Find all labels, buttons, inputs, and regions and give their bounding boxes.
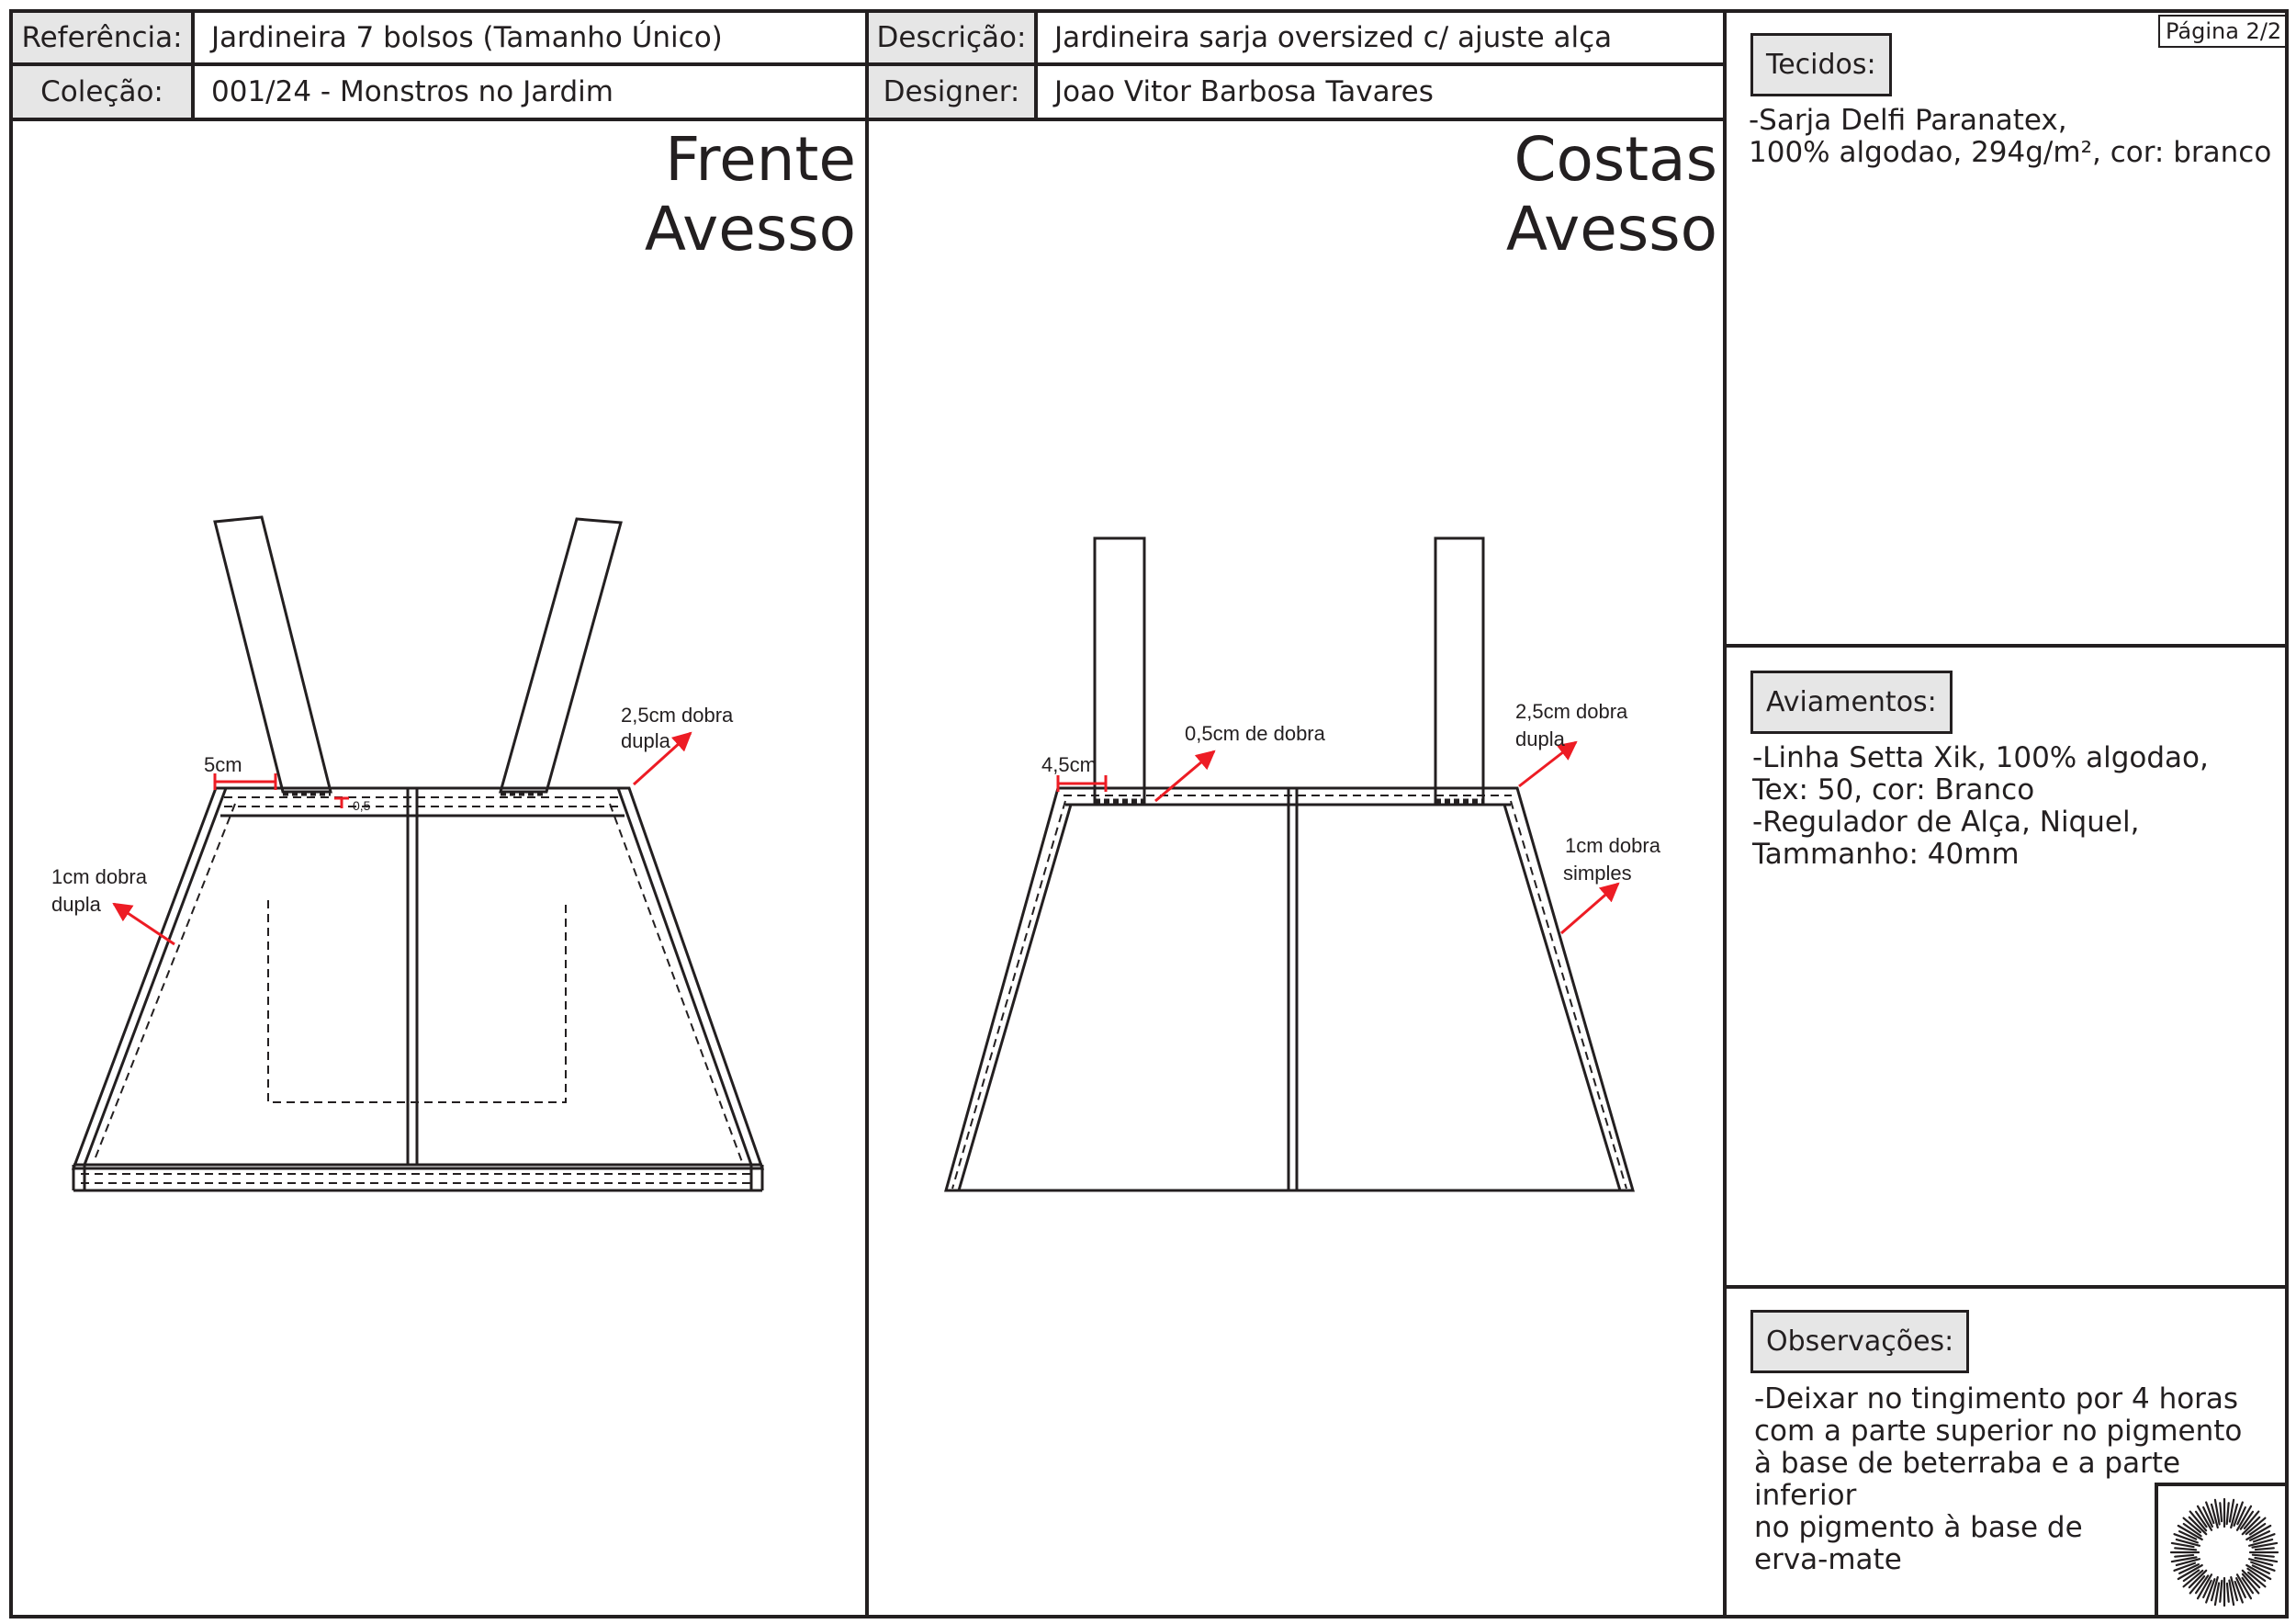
referencia-value: Jardineira 7 bolsos (Tamanho Único) (211, 21, 723, 54)
header-col-3 (1034, 9, 1038, 119)
front-arrow-side (112, 902, 175, 946)
front-hem-side-label-2: dupla (51, 893, 102, 916)
back-view-title: Costas Avesso (1505, 124, 1717, 265)
page-number: Página 2/2 (2158, 15, 2290, 48)
observacoes-text: -Deixar no tingimento por 4 horas com a … (1754, 1382, 2243, 1576)
front-strap-right (499, 517, 623, 794)
descricao-label: Descrição: (869, 13, 1034, 62)
back-arrow-side (1560, 882, 1620, 935)
front-hem-top-label-1: 2,5cm dobra (621, 704, 734, 727)
front-stitching (81, 796, 755, 1184)
back-hem-side-label-2: simples (1563, 862, 1632, 885)
sidebar-divider-1 (1723, 644, 2289, 648)
aviamentos-text: -Linha Setta Xik, 100% algodao, Tex: 50,… (1752, 741, 2209, 871)
tecidos-title: Tecidos: (1750, 33, 1892, 96)
referencia-label: Referência: (13, 13, 191, 62)
front-strap-left (213, 515, 332, 794)
back-strap-left (1093, 536, 1146, 806)
front-measure-05: 0,5 (353, 798, 371, 813)
front-body-inner (83, 787, 228, 1166)
front-hem-top-label-2: dupla (621, 729, 671, 752)
back-annotations (1056, 740, 1620, 935)
front-garment (71, 515, 765, 1192)
aviamentos-title: Aviamentos: (1750, 671, 1953, 734)
sunburst-logo-icon (2169, 1497, 2279, 1607)
front-view-title: Frente Avesso (644, 124, 856, 265)
back-stitching (951, 795, 1627, 1190)
designer-value: Joao Vitor Barbosa Tavares (1054, 75, 1434, 108)
back-fold-label: 0,5cm de dobra (1185, 722, 1326, 745)
observacoes-title: Observações: (1750, 1310, 1970, 1373)
tecidos-text: -Sarja Delfi Paranatex, 100% algodao, 29… (1749, 104, 2272, 169)
front-hem-side-label-1: 1cm dobra (51, 865, 148, 888)
back-arrow-top (1518, 740, 1578, 788)
front-measure-5cm: 5cm (204, 753, 242, 776)
front-pocket-stitch (267, 900, 567, 1103)
descricao-value: Jardineira sarja oversized c/ ajuste alç… (1054, 21, 1613, 54)
front-annotations (112, 731, 692, 946)
back-hem-side-label-1: 1cm dobra (1565, 834, 1661, 857)
designer-label: Designer: (869, 66, 1034, 118)
sheet-frame (9, 9, 2289, 1618)
back-strap-right (1434, 536, 1485, 806)
logo-box (2155, 1483, 2289, 1618)
panel-divider-1 (865, 9, 869, 1618)
colecao-value: 001/24 - Monstros no Jardim (211, 75, 613, 108)
header-col-1 (191, 9, 195, 119)
back-hem-top-label-2: dupla (1515, 727, 1566, 750)
back-measure-45cm: 4,5cm (1041, 753, 1097, 776)
back-hem-top-label-1: 2,5cm dobra (1515, 700, 1628, 723)
panel-divider-2 (1723, 9, 1727, 1618)
sidebar-divider-2 (1723, 1285, 2289, 1289)
back-arrow-fold (1154, 750, 1216, 803)
back-body (944, 786, 1635, 1192)
colecao-label: Coleção: (13, 66, 191, 118)
back-garment (944, 536, 1635, 1192)
front-arrow-top (632, 731, 692, 786)
